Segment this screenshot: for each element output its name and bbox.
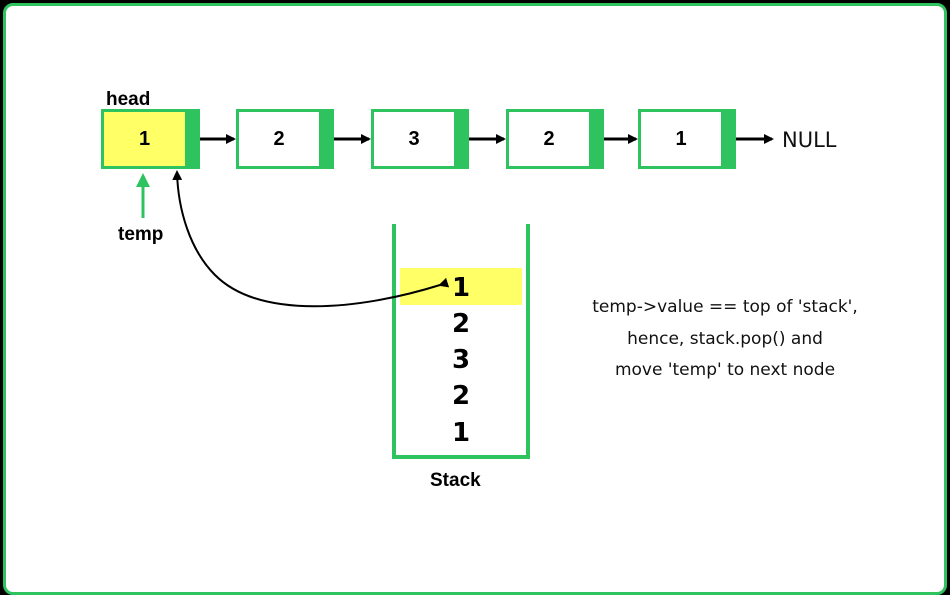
stack-container xyxy=(392,224,530,459)
node-pointer xyxy=(589,112,601,166)
node-value: 2 xyxy=(273,127,285,150)
null-label: NULL xyxy=(782,128,837,152)
node-value: 1 xyxy=(675,127,687,150)
node-pointer xyxy=(454,112,466,166)
node-value: 3 xyxy=(408,127,420,150)
list-node-2: 2 xyxy=(236,109,334,169)
list-node-3: 3 xyxy=(371,109,469,169)
node-pointer xyxy=(721,112,733,166)
node-pointer xyxy=(185,112,197,166)
node-value: 2 xyxy=(543,127,555,150)
note-line-1: temp->value == top of 'stack', xyxy=(592,297,858,317)
compare-arrow xyxy=(172,170,450,308)
list-node-1: 1 xyxy=(101,109,200,169)
stack-item: 2 xyxy=(452,309,471,339)
temp-label: temp xyxy=(118,224,164,245)
stack-item: 3 xyxy=(452,345,471,375)
stack-item-top: 1 xyxy=(452,273,471,303)
list-node-4: 2 xyxy=(506,109,604,169)
node-value: 1 xyxy=(138,127,151,150)
note-line-2: hence, stack.pop() and xyxy=(627,329,823,349)
note-line-3: move 'temp' to next node xyxy=(614,360,836,380)
head-label: head xyxy=(106,89,151,110)
list-node-5: 1 xyxy=(638,109,736,169)
stack-item-bottom: 1 xyxy=(452,418,471,448)
stack-label: Stack xyxy=(430,470,481,491)
stack-item: 2 xyxy=(452,381,471,411)
node-pointer xyxy=(319,112,331,166)
